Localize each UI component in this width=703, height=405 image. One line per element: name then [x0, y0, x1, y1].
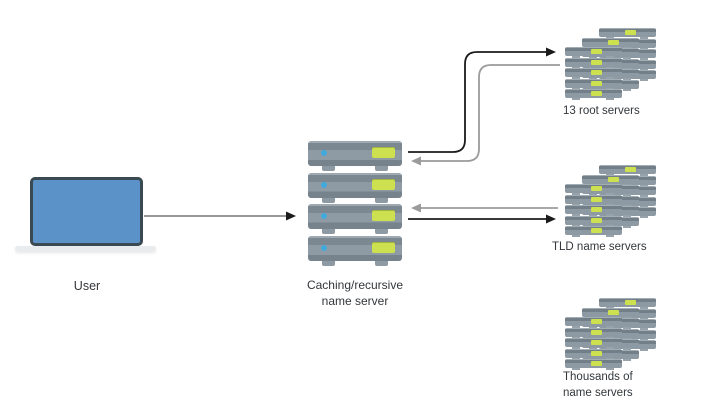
- server-panel: [608, 176, 619, 182]
- server-panel: [625, 30, 636, 35]
- server-unit: [582, 174, 639, 186]
- arrow-tld-to-caching: [411, 203, 558, 213]
- server-panel: [372, 147, 395, 158]
- server-panel: [372, 210, 395, 221]
- tld-servers-label: TLD name servers: [552, 241, 647, 253]
- server-panel: [372, 178, 395, 190]
- thousands-servers-node: [565, 298, 656, 374]
- server-unit: [565, 317, 622, 328]
- server-unit: [308, 235, 402, 266]
- thousands-label-line2: name servers: [563, 386, 633, 399]
- server-panel: [591, 207, 602, 212]
- server-panel: [608, 309, 619, 315]
- server-panel: [608, 39, 619, 45]
- server-unit: [565, 194, 622, 206]
- server-panel: [591, 361, 602, 366]
- thousands-label-line1: Thousands of: [563, 371, 633, 383]
- root-servers-node: [565, 28, 656, 104]
- server-unit: [565, 226, 622, 237]
- arrow-caching-to-root: [408, 47, 556, 153]
- server-unit: [565, 57, 622, 69]
- arrow-root-to-caching: [411, 64, 560, 166]
- caching-label-line1: Caching/recursive: [306, 278, 404, 292]
- caching-server-node: [308, 141, 402, 267]
- laptop-icon: [30, 177, 143, 246]
- server-unit: [582, 307, 639, 319]
- user-label: User: [73, 279, 101, 293]
- tld-servers-node: [565, 165, 656, 241]
- thousands-servers-label: Thousands of name servers: [563, 370, 633, 401]
- arrow-user-to-caching: [144, 211, 296, 221]
- server-unit: [565, 215, 622, 227]
- caching-server-label: Caching/recursive name server: [295, 277, 415, 309]
- caching-label-line2: name server: [321, 294, 389, 308]
- server-unit: [308, 141, 402, 171]
- server-unit: [565, 205, 622, 216]
- server-unit: [308, 204, 402, 234]
- server-panel: [591, 196, 602, 202]
- led-indicator: [321, 213, 327, 219]
- server-panel: [591, 217, 602, 223]
- server-panel: [591, 340, 602, 345]
- server-unit: [308, 172, 402, 203]
- server-panel: [591, 350, 602, 356]
- server-unit: [565, 348, 622, 360]
- server-panel: [591, 319, 602, 324]
- arrow-caching-to-tld: [408, 214, 556, 224]
- server-panel: [591, 80, 602, 86]
- server-mini-stack: [565, 184, 622, 237]
- server-unit: [582, 37, 639, 49]
- server-panel: [591, 228, 602, 233]
- server-unit: [599, 28, 656, 39]
- server-unit: [565, 359, 622, 370]
- server-panel: [625, 300, 636, 305]
- server-unit: [599, 298, 656, 309]
- server-panel: [591, 49, 602, 54]
- led-indicator: [321, 244, 327, 251]
- server-panel: [591, 70, 602, 75]
- server-panel: [591, 329, 602, 335]
- server-unit: [565, 338, 622, 349]
- server-unit: [599, 165, 656, 176]
- server-unit: [565, 78, 622, 90]
- led-indicator: [321, 150, 327, 156]
- server-unit: [565, 327, 622, 339]
- server-unit: [565, 184, 622, 195]
- server-unit: [565, 68, 622, 79]
- server-panel: [591, 91, 602, 96]
- laptop-base: [15, 246, 156, 251]
- server-unit: [565, 89, 622, 100]
- server-panel: [591, 186, 602, 191]
- server-mini-stack: [565, 317, 622, 370]
- server-panel: [372, 241, 395, 253]
- server-mini-stack: [565, 47, 622, 100]
- server-unit: [565, 47, 622, 58]
- led-indicator: [321, 181, 327, 188]
- server-panel: [625, 167, 636, 172]
- root-servers-label: 13 root servers: [563, 105, 640, 117]
- server-panel: [591, 59, 602, 65]
